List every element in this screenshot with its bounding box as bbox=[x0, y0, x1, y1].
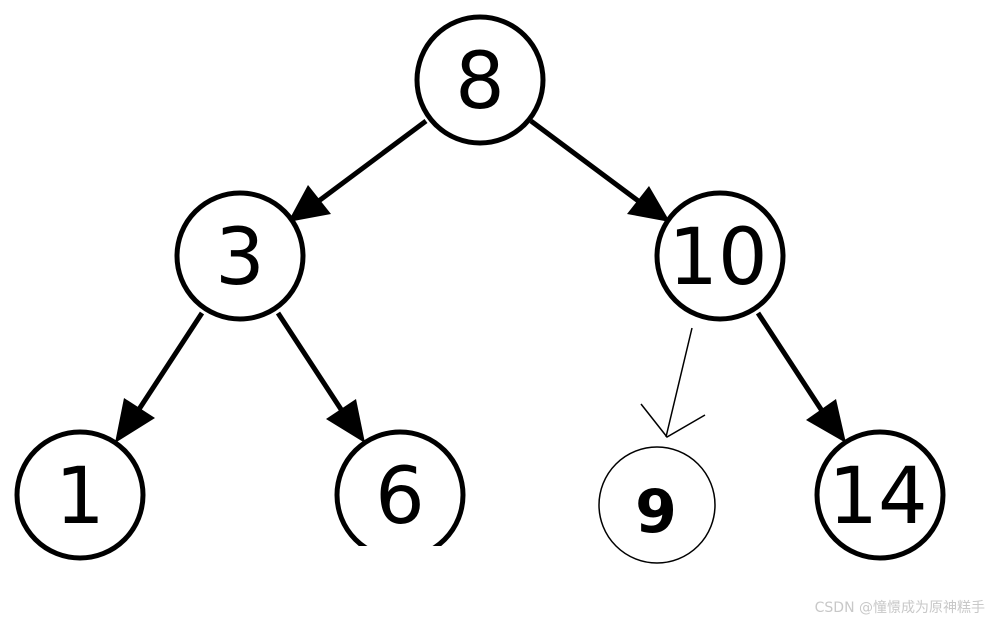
edge-10-14 bbox=[755, 311, 831, 422]
node-14: 14 bbox=[814, 429, 946, 561]
edge-8-10 bbox=[529, 118, 647, 209]
edge-3-1 bbox=[129, 311, 205, 422]
node-9-label: 9 bbox=[635, 477, 677, 547]
node-6-label: 6 bbox=[375, 452, 425, 542]
node-8-label: 8 bbox=[455, 37, 505, 127]
arrowhead-3-6 bbox=[326, 399, 365, 443]
arrowhead-10-14 bbox=[806, 399, 846, 443]
node-6: 6 bbox=[330, 429, 470, 576]
edge-10-9-handdrawn bbox=[665, 327, 693, 438]
arrowhead-8-10 bbox=[627, 186, 670, 222]
edge-8-3 bbox=[310, 118, 428, 209]
node-8: 8 bbox=[414, 14, 546, 146]
arrowhead-8-3 bbox=[288, 185, 331, 222]
node-10: 10 bbox=[654, 190, 786, 322]
arrowhead-3-1 bbox=[115, 398, 155, 443]
node-14-label: 14 bbox=[828, 452, 927, 542]
node-3: 3 bbox=[174, 190, 306, 322]
watermark: CSDN @憧憬成为原神糕手 bbox=[814, 600, 985, 616]
edges bbox=[115, 118, 846, 443]
node-1: 1 bbox=[14, 429, 146, 561]
node-10-label: 10 bbox=[668, 213, 767, 303]
arrowhead-10-9-handdrawn bbox=[640, 403, 706, 438]
node-1-label: 1 bbox=[55, 452, 105, 542]
edge-3-6 bbox=[275, 311, 351, 422]
node-9-handdrawn: 9 bbox=[598, 446, 716, 564]
node-3-label: 3 bbox=[215, 213, 265, 303]
